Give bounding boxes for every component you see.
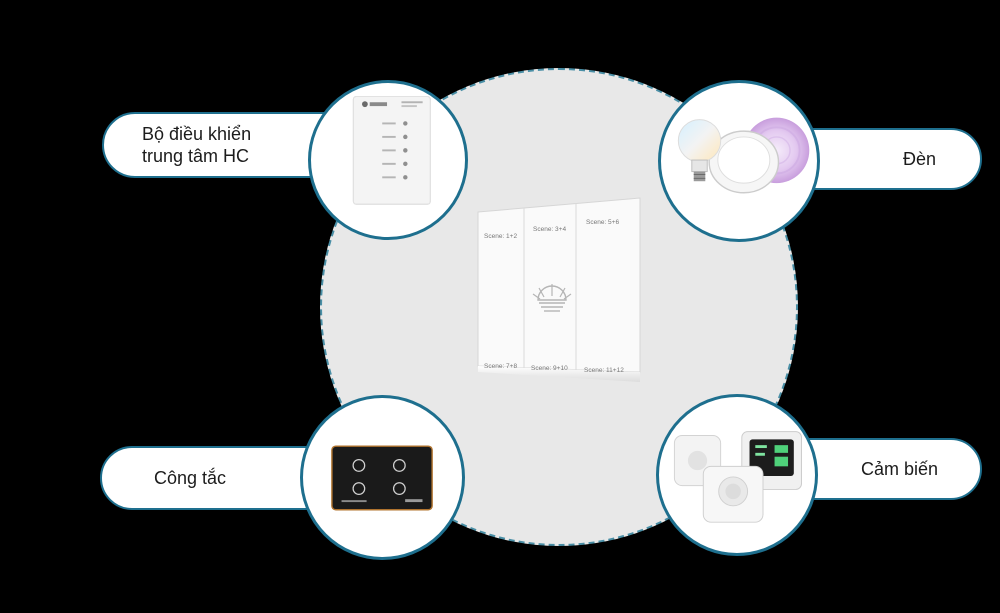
device-controller — [308, 80, 468, 240]
label-sensor-text: Cảm biến — [860, 459, 938, 479]
device-lights — [658, 80, 820, 242]
scene-label-1: Scene: 1+2 — [484, 233, 517, 240]
device-switch — [300, 395, 465, 560]
scene-label-4: Scene: 7+8 — [484, 363, 517, 370]
scene-label-2: Scene: 3+4 — [533, 226, 566, 233]
scene-label-6: Scene: 11+12 — [584, 367, 624, 374]
label-lights-text: Đèn — [902, 149, 936, 169]
scene-switch-panel-icon: Scene: 1+2 Scene: 3+4 Scene: 5+6 Scene: … — [477, 197, 641, 382]
motion-sensor-icon — [673, 431, 802, 523]
label-controller-line1: Bộ điều khiển — [142, 124, 252, 144]
device-sensor — [656, 394, 818, 556]
brand-sun-logo — [532, 284, 572, 312]
label-controller-line2: trung tâm HC — [142, 146, 250, 166]
touch-switch-icon — [331, 445, 433, 511]
scene-label-5: Scene: 9+10 — [531, 365, 568, 372]
light-bulb-icon — [677, 117, 810, 194]
smart-controller-icon — [352, 95, 431, 205]
scene-switch-panel: Scene: 1+2 Scene: 3+4 Scene: 5+6 Scene: … — [476, 196, 642, 384]
label-switch-text: Công tắc — [154, 468, 227, 488]
scene-label-3: Scene: 5+6 — [586, 219, 619, 226]
